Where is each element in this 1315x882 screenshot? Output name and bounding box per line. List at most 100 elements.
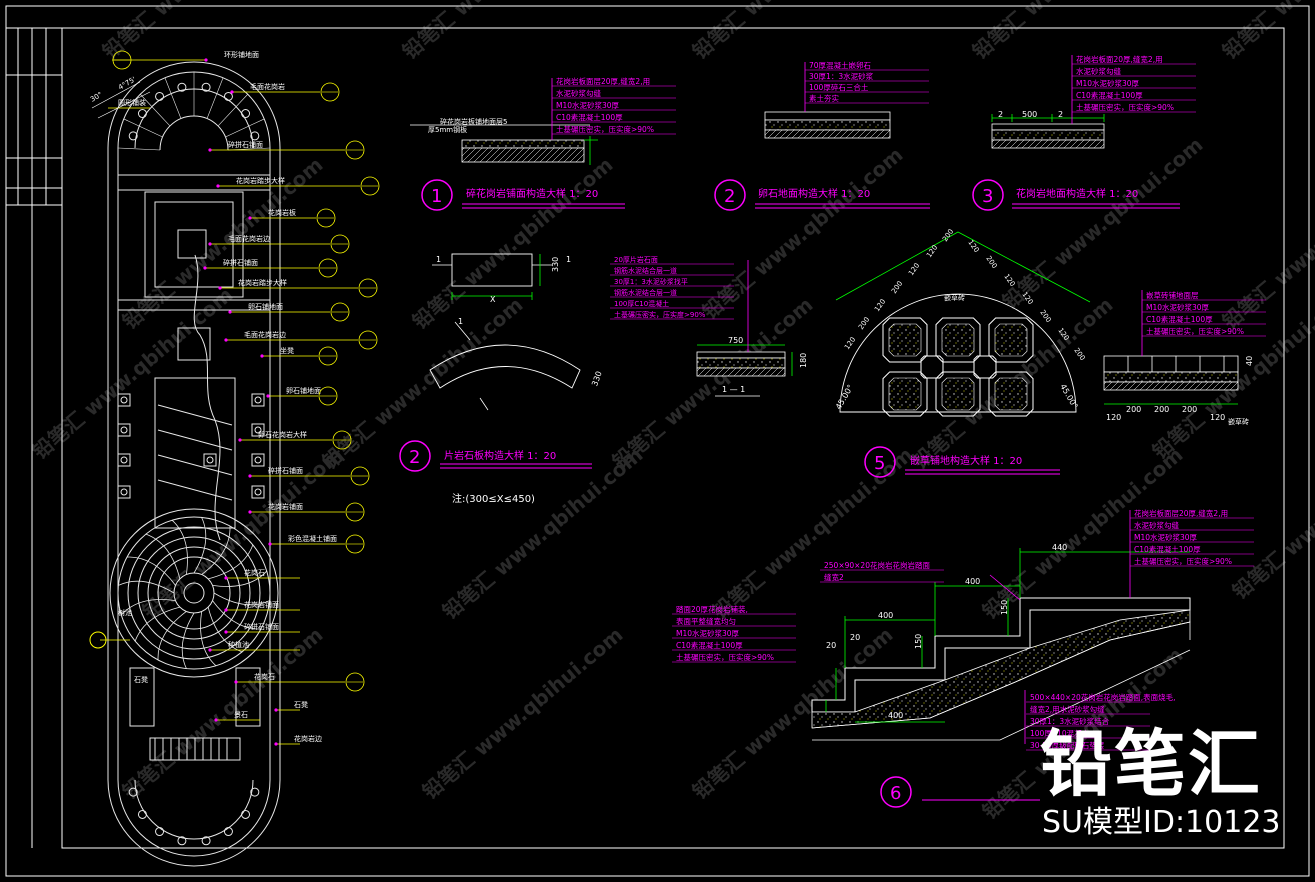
leader-dot <box>228 310 232 314</box>
spec-line: 钢筋水泥结合层一道 <box>614 288 677 297</box>
spec-line: C10素混凝土100厚 <box>1146 314 1213 324</box>
tree-pit-center <box>254 426 262 434</box>
spec-line: 30厚1：3水泥砂浆找平 <box>614 277 688 286</box>
watermark-text: 铅笔汇 www.qbihui.com <box>998 132 1208 313</box>
leader-dot <box>224 608 228 612</box>
paver-dim-label: 200 <box>1072 347 1086 363</box>
tree-pit <box>117 485 131 499</box>
master-plan <box>107 61 281 867</box>
detail-5-grass-label: 嵌草砖 <box>944 293 965 302</box>
paver-dim-label: 120 <box>966 239 980 255</box>
tree-pit-center <box>120 396 128 404</box>
plan-callout-tag <box>89 631 107 649</box>
detail-4-section-mark: 1 — 1 <box>722 385 745 394</box>
plan-label-k: 毛面花岗岩边 <box>244 330 286 339</box>
detail-1-side-label-a: 碎花岗岩板铺地面层5 <box>440 117 507 126</box>
plaza-bollard <box>241 109 251 119</box>
plaza-bollard <box>137 109 147 119</box>
detail-4-note: 注:(300≤X≤450) <box>452 492 535 505</box>
spec-line: 花岗岩板面20厚,缝宽2,用 <box>1076 54 1163 64</box>
detail-3-title: 花岗岩地面构造大样 1：20 <box>1016 187 1138 200</box>
plan-label-x: 景石 <box>234 711 248 719</box>
spec-line: 土基碾压密实，压实度>90% <box>1146 326 1244 336</box>
detail-1-number-circle <box>421 179 453 211</box>
paver-tile <box>988 317 1034 363</box>
detail-6-number: 6 <box>890 783 901 804</box>
paver-tile <box>882 371 928 417</box>
plan-tree-pits <box>117 393 265 499</box>
leader-dot <box>203 266 207 270</box>
spec-line: 100厚碎石三合土 <box>809 82 869 92</box>
plan-label-r: 花岗石 <box>244 568 265 577</box>
plan-callout-tag <box>318 346 338 366</box>
detail-3-dim-b: 500 <box>1022 110 1037 119</box>
spec-line: 土基碾压密实，压实度>90% <box>1134 556 1232 566</box>
pavilion-spoke <box>181 612 195 669</box>
pavilion-spoke <box>208 544 254 580</box>
section-dim-label: 200 <box>1126 405 1141 414</box>
leader-dot <box>260 354 264 358</box>
plan-callout-tag <box>318 258 338 278</box>
watermark-text: 铅笔汇 www.qbihui.com <box>438 442 648 623</box>
plaza-bollard <box>201 82 211 92</box>
watermark-text: 铅笔汇 www.qbihui.com <box>1218 152 1315 333</box>
pavilion-spoke <box>134 606 180 642</box>
watermark-text: 铅笔汇 www.qbihui.com <box>398 0 608 64</box>
paver-tile <box>935 317 981 363</box>
detail-4-dim-330: 330 <box>551 257 560 272</box>
detail-3-dim-a: 2 <box>998 110 1003 119</box>
spec-line: 水泥砂浆勾缝 <box>1134 520 1179 530</box>
paver-tile <box>973 355 997 379</box>
detail-5-number-circle <box>864 446 896 478</box>
spec-line: 20厚片岩石面 <box>614 255 658 264</box>
watermark-text: 铅笔汇 www.qbihui.com <box>708 442 918 623</box>
pavilion-spoke <box>145 533 181 579</box>
tree-pit-center <box>120 488 128 496</box>
detail-4-cut-right: 1 <box>566 255 571 264</box>
spec-line: M10水泥砂浆30厚 <box>556 100 620 110</box>
spec-line: M10水泥砂浆30厚 <box>1134 532 1198 542</box>
detail-2-number-circle <box>714 179 746 211</box>
pavilion-spoke <box>120 599 176 616</box>
pavilion-spoke <box>193 517 207 574</box>
tree-pit <box>117 423 131 437</box>
detail-5-edge-label: 嵌草砖 <box>1228 417 1249 426</box>
plan-callout-tag <box>332 430 352 450</box>
detail-1: 花岗岩板面层20厚,缝宽2,用水泥砂浆勾缝M10水泥砂浆30厚C10素混凝土10… <box>410 76 676 211</box>
paver-tile <box>935 371 981 417</box>
spec-line: 钢筋水泥结合层一道 <box>614 266 677 275</box>
plaza-bollard <box>177 82 187 92</box>
plan-label-p: 花岗岩铺面 <box>268 502 303 511</box>
paver-dim-label: 200 <box>890 280 904 296</box>
plan-callout-tag <box>345 502 365 522</box>
plan-label-f: 花岗岩板 <box>268 208 296 217</box>
detail-3-granite: 2 500 2 花岗岩板面20厚,缝宽2,用水泥砂浆勾缝M10水泥砂浆30厚C1… <box>972 54 1196 211</box>
tree-pit-center <box>254 488 262 496</box>
spec-line: 500×440×20花岗岩花岗岩踏面,表面烧毛, <box>1030 692 1176 702</box>
section-dim-label: 200 <box>1182 405 1197 414</box>
plaza-bollard <box>201 836 211 846</box>
svg-text:30°: 30° <box>89 91 104 104</box>
plan-label-g: 毛面花岗岩边 <box>228 234 270 243</box>
spec-line: 30-50厚级配碎石垫层 <box>1030 740 1105 750</box>
tree-pit-center <box>254 456 262 464</box>
plan-label-o: 碎拼石铺面 <box>268 466 303 475</box>
plan-label-a: 圆形铺装 <box>118 98 146 107</box>
plaza-bollard <box>137 809 147 819</box>
detail-6-left-spec: 踏面20厚花岗岩铺装,表面平整缝宽均匀M10水泥砂浆30厚C10素混凝土100厚… <box>672 604 796 663</box>
spec-line: 缝宽2 <box>824 572 844 582</box>
paver-dim-label: 120 <box>925 244 939 260</box>
tree-pit <box>251 393 265 407</box>
paver-grass-cell <box>888 323 922 357</box>
spec-line: 250×90×20花岗岩花岗岩踏面 <box>824 560 930 570</box>
plan-label-v: 花岗石 <box>254 672 275 681</box>
detail-4-number: 2 <box>409 447 420 468</box>
spec-line: 表面平整缝宽均匀 <box>676 616 736 626</box>
spec-line: 缝宽2,用水泥砂浆勾缝 <box>1030 704 1105 714</box>
leader-dot <box>208 148 212 152</box>
spec-line: C10素混凝土100厚 <box>1134 544 1201 554</box>
tree-pit-center <box>120 456 128 464</box>
detail-6-dim-150-b: 150 <box>914 634 923 649</box>
